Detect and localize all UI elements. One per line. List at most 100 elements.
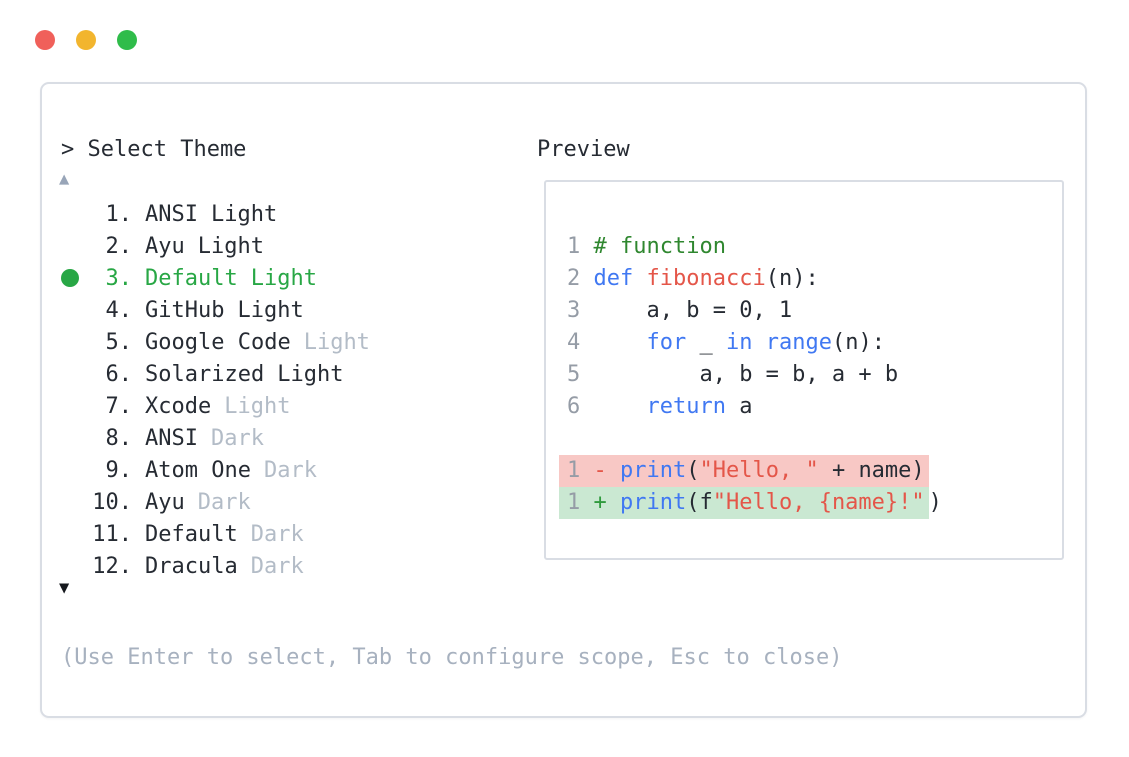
code-line: 1 # function xyxy=(567,231,942,263)
code-line xyxy=(567,423,942,455)
code-token xyxy=(594,330,647,355)
theme-option-variant: Light xyxy=(237,297,304,323)
theme-option-number: 6. xyxy=(105,361,133,387)
diff-highlight: 1 - print("Hello, " + name) xyxy=(559,455,929,487)
code-line: 5 a, b = b, a + b xyxy=(567,359,942,391)
theme-option[interactable]: 1. ANSI Light xyxy=(42,198,522,230)
text xyxy=(580,330,593,355)
code-token: _ xyxy=(686,330,726,355)
code-token: range xyxy=(765,330,832,355)
theme-option-variant: Light xyxy=(197,233,264,259)
code-token: in xyxy=(725,330,753,355)
theme-option-number: 7. xyxy=(105,393,133,419)
diff-sign: + xyxy=(593,490,607,515)
code-token: ( xyxy=(686,458,700,483)
keyboard-hint: (Use Enter to select, Tab to configure s… xyxy=(61,645,843,670)
text xyxy=(580,394,593,419)
code-token: fibonacci xyxy=(646,266,766,291)
code-line: 3 a, b = 0, 1 xyxy=(567,295,942,327)
window-minimize-button[interactable] xyxy=(76,30,96,50)
theme-option-name: Solarized xyxy=(145,361,265,387)
line-number: 5 xyxy=(567,362,581,387)
theme-option-variant: Light xyxy=(210,201,278,227)
window-close-button[interactable] xyxy=(35,30,55,50)
theme-option-number: 9. xyxy=(105,457,133,483)
code-token: # function xyxy=(593,234,726,259)
theme-option-name: Default xyxy=(145,521,238,547)
code-token: a xyxy=(725,394,753,419)
theme-prompt: > Select Theme xyxy=(61,137,247,162)
theme-option-name: Google Code xyxy=(145,329,291,355)
code-line: 2 def fibonacci(n): xyxy=(567,263,942,295)
code-token: + name) xyxy=(818,458,925,483)
line-number: 6 xyxy=(567,394,581,419)
diff-highlight: 1 + print(f"Hello, {name}!" xyxy=(559,487,929,519)
theme-option-variant: Light xyxy=(250,265,317,291)
window-controls xyxy=(35,30,137,50)
theme-option-variant: Dark xyxy=(263,457,317,483)
theme-option-number: 8. xyxy=(105,425,133,451)
theme-option-name: GitHub xyxy=(145,297,225,323)
text xyxy=(580,266,593,291)
code-token xyxy=(594,394,647,419)
line-number: 4 xyxy=(567,330,581,355)
code-token: for xyxy=(646,330,687,355)
theme-option[interactable]: 2. Ayu Light xyxy=(42,230,522,262)
theme-option-name: Ayu xyxy=(145,489,185,515)
theme-option-name: Atom One xyxy=(145,457,251,483)
diff-line-removed: 1 - print("Hello, " + name) xyxy=(559,455,942,487)
theme-option-variant: Dark xyxy=(250,521,304,547)
theme-option-number: 11. xyxy=(92,521,132,547)
scroll-down-icon[interactable]: ▼ xyxy=(59,578,70,598)
line-number: 3 xyxy=(567,298,581,323)
line-number: 1 xyxy=(567,490,581,515)
theme-option[interactable]: 7. Xcode Light xyxy=(42,390,522,422)
code-token: (n): xyxy=(831,330,885,355)
theme-option-number: 1. xyxy=(105,201,133,227)
diff-sign: - xyxy=(593,458,607,483)
window-zoom-button[interactable] xyxy=(117,30,137,50)
theme-option-name: ANSI xyxy=(145,201,198,227)
code-token xyxy=(752,330,765,355)
theme-option[interactable]: 4. GitHub Light xyxy=(42,294,522,326)
theme-option[interactable]: 12. Dracula Dark xyxy=(42,550,522,582)
code-token: "Hello, " xyxy=(699,458,819,483)
theme-option-name: Xcode xyxy=(145,393,212,419)
theme-option-number: 2. xyxy=(105,233,133,259)
theme-option-number: 4. xyxy=(105,297,133,323)
theme-option-number: 12. xyxy=(92,553,132,579)
text xyxy=(607,458,620,483)
theme-option-variant: Dark xyxy=(210,425,264,451)
theme-option[interactable]: 6. Solarized Light xyxy=(42,358,522,390)
code-token: print xyxy=(620,458,687,483)
text xyxy=(607,490,620,515)
code-token: def xyxy=(593,266,634,291)
diff-line-added: 1 + print(f"Hello, {name}!") xyxy=(559,487,942,519)
theme-option-variant: Light xyxy=(277,361,344,387)
code-line: 4 for _ in range(n): xyxy=(567,327,942,359)
theme-option-variant: Dark xyxy=(250,553,304,579)
theme-option[interactable]: 9. Atom One Dark xyxy=(42,454,522,486)
text xyxy=(580,362,593,387)
theme-option[interactable]: 11. Default Dark xyxy=(42,518,522,550)
selected-indicator-dot xyxy=(61,269,79,287)
theme-option-variant: Light xyxy=(303,329,370,355)
code-token xyxy=(633,266,646,291)
text xyxy=(580,490,593,515)
theme-option-name: Dracula xyxy=(145,553,238,579)
scroll-up-icon[interactable]: ▲ xyxy=(59,169,70,189)
theme-option-variant: Light xyxy=(224,393,291,419)
code-token: a, b = 0, 1 xyxy=(593,298,793,323)
text xyxy=(580,234,593,259)
theme-option-name: Ayu xyxy=(145,233,185,259)
code-token: (f xyxy=(686,490,713,515)
line-number: 1 xyxy=(567,458,581,483)
preview-heading: Preview xyxy=(537,137,630,162)
line-number: 1 xyxy=(567,234,581,259)
